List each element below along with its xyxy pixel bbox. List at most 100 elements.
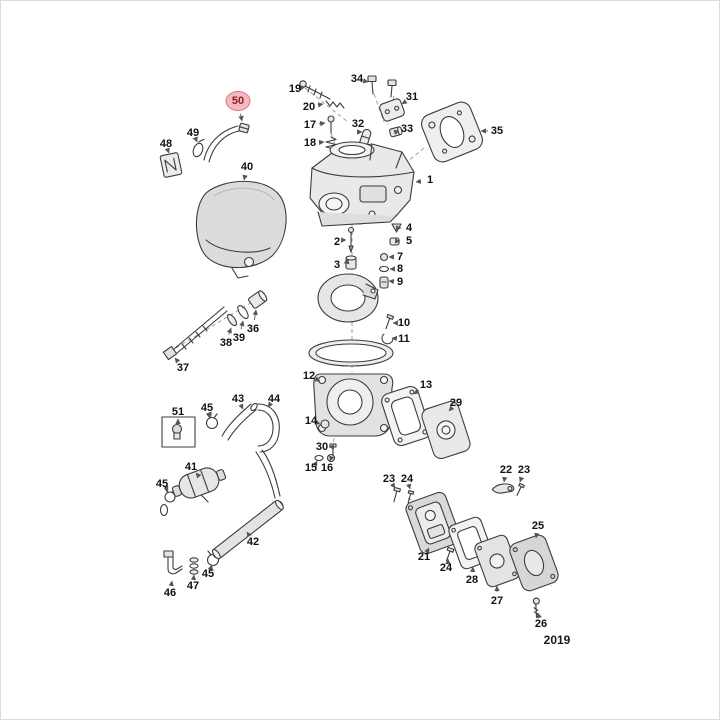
callout-24a: 24 xyxy=(401,473,414,485)
pump-cover-25 xyxy=(509,534,559,592)
leader-line-44 xyxy=(267,401,274,408)
callout-28: 28 xyxy=(466,574,478,586)
leader-line-16 xyxy=(329,455,335,462)
highlight-ellipse xyxy=(225,91,251,111)
leader-line-41 xyxy=(195,472,202,479)
plug-7 xyxy=(379,252,389,262)
callout-23b: 23 xyxy=(518,464,530,476)
needle-valve xyxy=(347,226,355,253)
float xyxy=(317,273,379,323)
float-screw xyxy=(385,313,395,330)
drain-washer xyxy=(314,454,324,462)
leader-line-12 xyxy=(314,376,321,382)
callout-45c: 45 xyxy=(202,568,214,580)
leader-lines xyxy=(163,78,542,619)
fuel-pump-body xyxy=(405,491,461,555)
callout-12: 12 xyxy=(303,370,315,382)
jet-9 xyxy=(379,276,389,289)
leader-line-23b xyxy=(519,476,525,483)
leader-line-20 xyxy=(317,102,324,108)
callout-4: 4 xyxy=(406,222,413,234)
leader-line-31 xyxy=(401,98,408,105)
callout-11: 11 xyxy=(398,333,410,345)
drain-nut xyxy=(326,453,336,463)
callout-9: 9 xyxy=(397,276,403,288)
callout-1: 1 xyxy=(427,174,433,186)
callout-46: 46 xyxy=(164,587,176,599)
callout-21: 21 xyxy=(418,551,430,563)
callout-27: 27 xyxy=(491,595,503,607)
pump-gasket xyxy=(381,385,431,447)
callout-2: 2 xyxy=(334,236,340,248)
callout-10: 10 xyxy=(398,317,410,329)
callout-30: 30 xyxy=(316,441,328,453)
callout-51: 51 xyxy=(172,406,184,418)
fuel-filter xyxy=(171,467,227,503)
pump-plate-27 xyxy=(474,534,520,588)
leader-line-39 xyxy=(239,320,245,330)
washer-8 xyxy=(378,265,390,273)
elbow-fitting xyxy=(163,550,183,575)
inlet-fitting xyxy=(320,419,330,429)
callout-47: 47 xyxy=(187,580,199,592)
float-bowl xyxy=(313,373,394,437)
pump-screw-23 xyxy=(393,486,402,503)
leader-line-40 xyxy=(242,174,248,181)
fuel-hose-43 xyxy=(221,402,258,441)
grommet-kit xyxy=(161,416,196,448)
leader-line-21 xyxy=(424,547,430,554)
callout-20: 20 xyxy=(303,101,315,113)
callout-5: 5 xyxy=(406,235,412,247)
leader-line-36 xyxy=(252,309,258,321)
callout-24b: 24 xyxy=(440,562,453,574)
callout-23a: 23 xyxy=(383,473,395,485)
bracket xyxy=(159,152,183,178)
pump-screw-24 xyxy=(407,489,415,504)
callout-15: 15 xyxy=(305,462,317,474)
clip xyxy=(192,138,205,158)
vent-fitting xyxy=(203,122,250,163)
pump-bracket xyxy=(491,483,515,494)
callout-18: 18 xyxy=(304,137,316,149)
callout-50: 50 xyxy=(232,95,244,107)
leader-line-37 xyxy=(174,357,181,364)
callout-35: 35 xyxy=(491,125,503,137)
leader-line-17 xyxy=(318,120,326,127)
callout-7: 7 xyxy=(397,251,403,263)
callout-3: 3 xyxy=(334,259,340,271)
callout-8: 8 xyxy=(397,263,403,275)
filter-o-ring xyxy=(159,503,169,517)
fuel-pipe xyxy=(211,499,284,560)
callout-29: 29 xyxy=(450,397,462,409)
mount-gasket xyxy=(420,101,484,163)
callout-13: 13 xyxy=(420,379,432,391)
needle-seat xyxy=(345,255,357,270)
callout-33: 33 xyxy=(401,123,413,135)
cover-screws xyxy=(367,75,397,98)
drawing-layer xyxy=(159,75,559,618)
callout-45a: 45 xyxy=(201,402,213,414)
leader-line-1 xyxy=(415,178,422,185)
callout-40: 40 xyxy=(241,161,253,173)
sealing-washers xyxy=(189,557,199,575)
callout-32: 32 xyxy=(352,118,364,130)
leader-line-13 xyxy=(413,388,420,395)
callout-14: 14 xyxy=(305,415,318,427)
callout-17: 17 xyxy=(304,119,316,131)
callout-42: 42 xyxy=(247,536,259,548)
callout-39: 39 xyxy=(233,332,245,344)
leader-line-25 xyxy=(534,532,540,539)
main-jet xyxy=(389,237,400,246)
callout-38: 38 xyxy=(220,337,232,349)
leader-line-29 xyxy=(448,405,455,412)
idle-spring xyxy=(325,100,345,109)
leader-line-34 xyxy=(362,78,369,84)
callout-31: 31 xyxy=(406,91,418,103)
leader-line-26 xyxy=(536,612,542,619)
leader-line-23a xyxy=(390,482,396,489)
callout-22: 22 xyxy=(500,464,512,476)
leader-line-46 xyxy=(168,580,174,587)
